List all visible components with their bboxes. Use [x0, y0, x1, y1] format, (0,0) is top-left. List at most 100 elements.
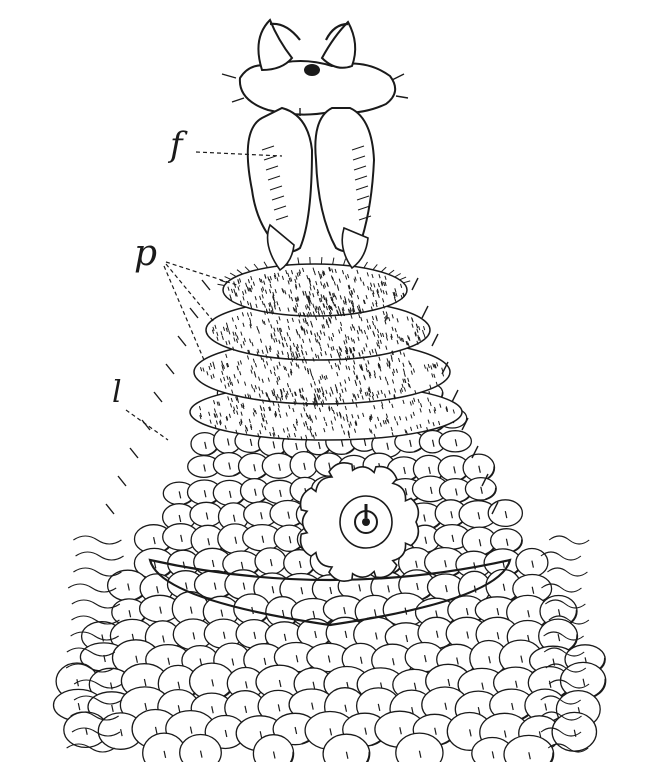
- stipple-mark: [287, 307, 290, 312]
- stipple-mark: [325, 297, 328, 302]
- stipple-mark: [388, 364, 391, 369]
- stipple-mark: [276, 377, 279, 382]
- stipple-mark: [341, 270, 345, 275]
- scale-bristle: [344, 630, 348, 639]
- stipple-mark: [282, 387, 285, 393]
- stipple-mark: [296, 272, 299, 277]
- stipple-mark: [294, 285, 298, 290]
- stipple-mark: [345, 275, 348, 280]
- stipple-mark: [262, 358, 265, 363]
- stipple-mark: [235, 396, 238, 401]
- stipple-mark: [334, 362, 337, 368]
- stipple-mark: [368, 386, 371, 391]
- scale-bristle: [154, 726, 158, 735]
- scale-bristle: [511, 702, 514, 711]
- stipple-mark: [350, 337, 353, 342]
- stipple-mark: [391, 326, 394, 331]
- stipple-mark: [313, 393, 316, 398]
- stipple-mark: [200, 367, 203, 372]
- stipple-mark: [343, 340, 346, 345]
- stipple-mark: [280, 327, 283, 333]
- stipple-mark: [304, 305, 308, 310]
- stipple-mark: [347, 308, 350, 313]
- stipple-mark: [377, 333, 380, 339]
- stipple-mark: [312, 434, 315, 439]
- stipple-mark: [234, 292, 237, 297]
- stipple-mark: [296, 347, 299, 353]
- scale-bristle: [144, 702, 148, 711]
- scale-bristle: [424, 654, 427, 663]
- stipple-mark: [337, 366, 341, 371]
- stipple-mark: [228, 330, 231, 335]
- stipple-mark: [366, 325, 370, 330]
- stipple-mark: [332, 346, 335, 351]
- stipple-mark: [312, 293, 315, 298]
- scale-bristle: [311, 702, 314, 710]
- stipple-mark: [268, 347, 271, 353]
- left-leg: [246, 106, 314, 253]
- stipple-mark: [321, 324, 324, 329]
- stipple-mark: [381, 280, 384, 285]
- stipple-mark: [314, 432, 317, 437]
- stipple-mark: [430, 365, 433, 370]
- scale-bristle: [377, 703, 381, 712]
- stipple-mark: [321, 374, 324, 379]
- stipple-mark: [219, 419, 222, 424]
- stipple-mark: [378, 344, 381, 349]
- scale-bristle: [260, 512, 263, 520]
- stipple-mark: [426, 427, 429, 432]
- stipple-mark: [219, 412, 222, 417]
- left-fringe: [73, 695, 123, 705]
- stipple-mark: [396, 318, 399, 323]
- stipple-mark: [344, 405, 347, 411]
- stipple-mark: [373, 405, 376, 410]
- stipple-mark: [301, 395, 304, 400]
- scale-bristle: [253, 631, 257, 640]
- stipple-mark: [237, 286, 240, 291]
- stipple-mark: [313, 397, 317, 402]
- stipple-mark: [339, 321, 343, 327]
- pad-bristle: [244, 266, 251, 272]
- stipple-mark: [349, 307, 352, 312]
- scale-bristle: [279, 489, 282, 498]
- stipple-mark: [310, 383, 313, 388]
- flank-bristle-left: [177, 335, 187, 347]
- stipple-mark: [232, 331, 235, 336]
- scale-bristle: [178, 514, 182, 523]
- stipple-mark: [296, 302, 299, 308]
- stipple-mark: [367, 286, 370, 291]
- right-fringe: [548, 535, 590, 545]
- stipple-mark: [380, 288, 383, 293]
- scale-bristle: [416, 582, 419, 591]
- label-p: p: [134, 233, 158, 274]
- stipple-mark: [372, 320, 375, 326]
- leg-hatch: [352, 155, 366, 161]
- stipple-mark: [300, 413, 303, 418]
- scale-bristle: [153, 561, 157, 569]
- stipple-mark: [216, 401, 219, 406]
- stipple-mark: [261, 319, 264, 324]
- leg-hatch: [353, 165, 367, 171]
- stipple-mark: [240, 418, 243, 423]
- stipple-mark: [339, 396, 342, 401]
- stipple-mark: [324, 396, 327, 401]
- stipple-mark: [313, 270, 316, 276]
- stipple-mark: [301, 359, 304, 364]
- stipple-mark: [390, 335, 393, 341]
- stipple-mark: [344, 300, 347, 305]
- stipple-mark: [328, 267, 332, 272]
- stipple-mark: [350, 293, 353, 298]
- stipple-mark: [339, 414, 342, 419]
- pad-bristle: [297, 257, 300, 265]
- stipple-mark: [382, 310, 385, 316]
- stipple-mark: [268, 308, 271, 313]
- stipple-mark: [404, 378, 407, 384]
- stipple-mark: [351, 300, 354, 305]
- stipple-mark: [239, 278, 242, 283]
- stipple-mark: [373, 283, 376, 288]
- stipple-mark: [384, 275, 387, 280]
- crown-spine: [221, 73, 237, 79]
- stipple-mark: [284, 395, 288, 400]
- stipple-mark: [452, 409, 455, 414]
- stipple-mark: [254, 363, 257, 368]
